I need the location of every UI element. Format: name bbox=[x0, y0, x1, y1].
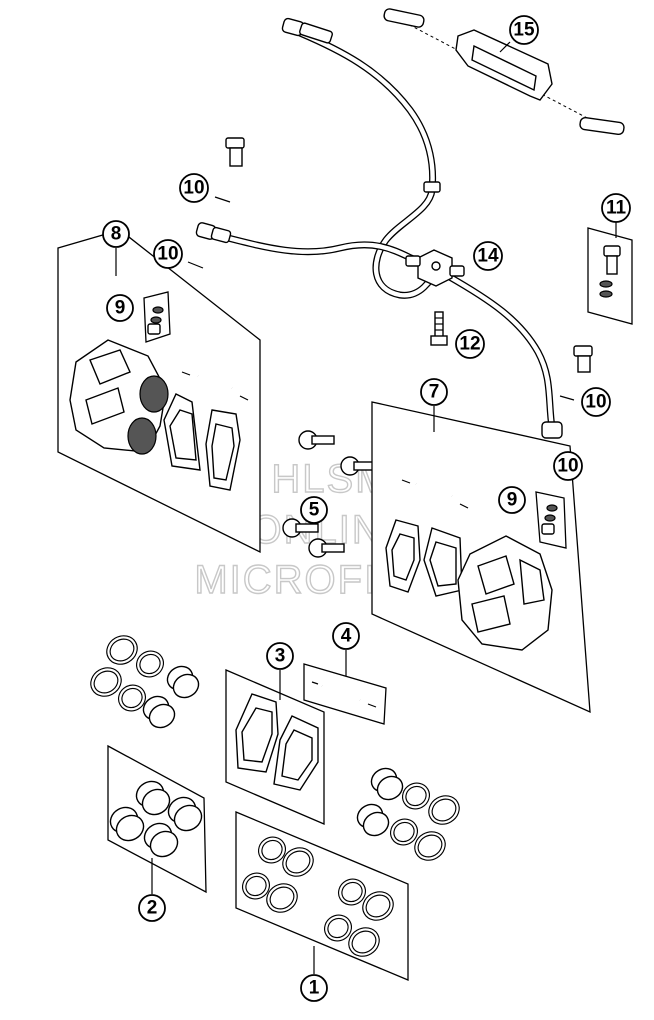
svg-text:15: 15 bbox=[513, 20, 535, 41]
svg-text:10: 10 bbox=[585, 392, 606, 413]
hose-guard-assembly bbox=[383, 8, 625, 136]
left-caliper-panel bbox=[57, 229, 261, 554]
svg-text:11: 11 bbox=[606, 198, 627, 219]
callout-12: 12 bbox=[455, 329, 485, 359]
bleed-screw-cap-top bbox=[214, 137, 245, 203]
piston-kit-panel bbox=[107, 744, 207, 894]
callout-8: 8 bbox=[102, 220, 130, 248]
pin-kit-panel bbox=[303, 663, 387, 725]
splitter-bolt bbox=[430, 311, 448, 346]
svg-text:7: 7 bbox=[429, 382, 440, 403]
bleed-screw-cap-right bbox=[559, 345, 593, 401]
svg-text:3: 3 bbox=[275, 646, 286, 667]
svg-text:8: 8 bbox=[111, 224, 122, 245]
banjo-fitting-right bbox=[541, 421, 563, 439]
right-caliper-panel bbox=[371, 401, 591, 714]
callout-4: 4 bbox=[332, 622, 360, 650]
svg-text:10: 10 bbox=[557, 456, 578, 477]
hose-sleeve-top bbox=[383, 8, 425, 28]
callout-10-mid: 10 bbox=[553, 451, 583, 481]
callout-9-right: 9 bbox=[498, 486, 526, 514]
brake-hose-assembly bbox=[195, 17, 563, 439]
bleed-cap-left bbox=[187, 261, 204, 269]
seal-kit-panel bbox=[235, 811, 409, 981]
hose-splitter-block bbox=[405, 249, 465, 287]
callout-11: 11 bbox=[601, 193, 631, 223]
svg-text:9: 9 bbox=[507, 490, 518, 511]
bleed-kit-panel bbox=[587, 227, 633, 325]
brake-pad-kit-panel bbox=[225, 669, 325, 825]
callout-14: 14 bbox=[473, 241, 503, 271]
callout-15: 15 bbox=[509, 15, 539, 45]
svg-text:9: 9 bbox=[115, 298, 126, 319]
svg-text:10: 10 bbox=[183, 178, 204, 199]
caliper-mount-bolts bbox=[282, 430, 377, 558]
loose-seals-upper-left bbox=[90, 635, 200, 729]
loose-seals-lower-right bbox=[356, 767, 460, 861]
callout-10-top: 10 bbox=[179, 173, 209, 203]
banjo-fitting-left bbox=[195, 222, 232, 244]
callout-3: 3 bbox=[266, 642, 294, 670]
hose-collar bbox=[423, 181, 441, 193]
svg-text:12: 12 bbox=[459, 334, 480, 355]
svg-text:10: 10 bbox=[157, 244, 178, 265]
callout-9-left: 9 bbox=[106, 294, 134, 322]
leader-lines bbox=[115, 41, 617, 974]
banjo-fitting-top bbox=[281, 17, 333, 44]
callout-10-left: 10 bbox=[153, 239, 183, 269]
hose-sleeve-bottom bbox=[579, 116, 625, 136]
svg-text:4: 4 bbox=[341, 626, 352, 647]
callout-7: 7 bbox=[420, 378, 448, 406]
svg-text:5: 5 bbox=[309, 500, 320, 521]
svg-text:14: 14 bbox=[477, 246, 499, 267]
callout-5: 5 bbox=[300, 496, 328, 524]
svg-text:1: 1 bbox=[309, 978, 320, 999]
callout-2: 2 bbox=[138, 894, 166, 922]
callout-10-right: 10 bbox=[581, 387, 611, 417]
svg-text:2: 2 bbox=[147, 898, 158, 919]
callout-1: 1 bbox=[300, 974, 328, 1002]
